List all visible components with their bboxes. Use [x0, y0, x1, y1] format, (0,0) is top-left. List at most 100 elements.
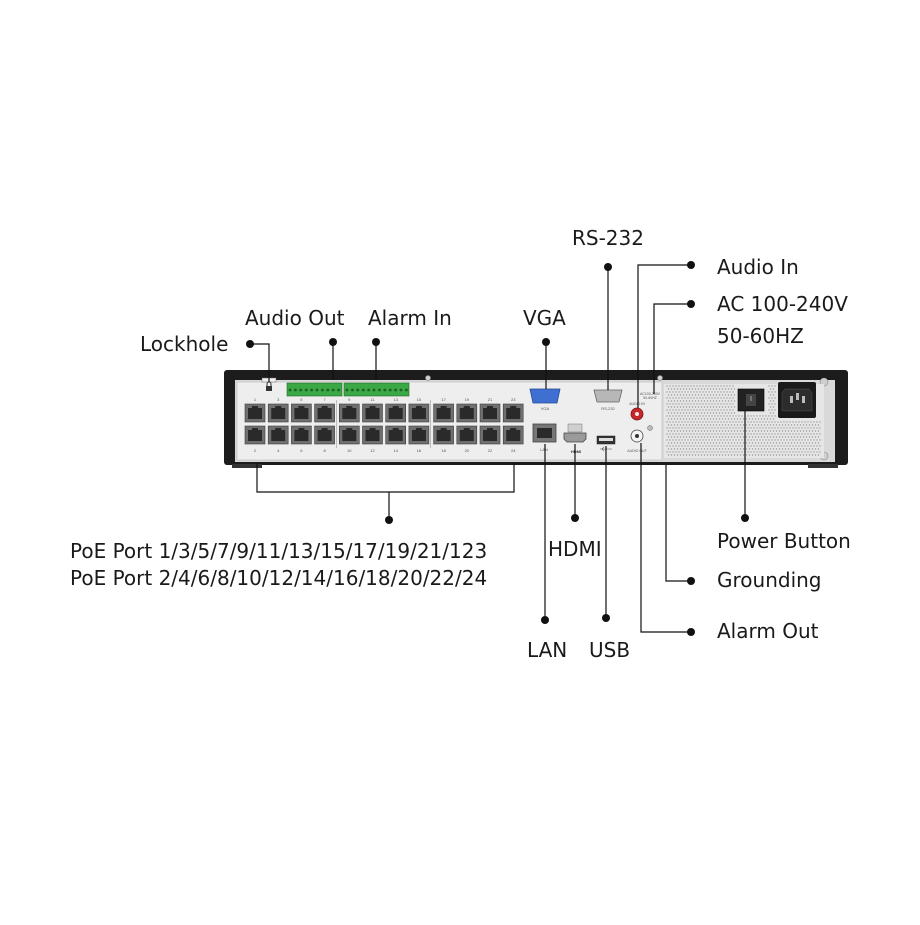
vent-hole	[705, 451, 707, 453]
vent-hole	[723, 391, 725, 393]
vent-hole	[786, 439, 788, 441]
ac-pin	[802, 396, 805, 403]
vent-hole	[693, 445, 695, 447]
vent-hole	[793, 424, 796, 426]
vent-hole	[717, 421, 719, 423]
vent-hole	[693, 391, 695, 393]
vent-hole	[723, 403, 725, 405]
vent-hole	[694, 394, 697, 396]
vent-hole	[759, 427, 761, 429]
dot-power-button	[741, 514, 749, 522]
vent-hole	[792, 445, 794, 447]
vent-hole	[742, 430, 745, 432]
vent-hole	[687, 433, 689, 435]
vent-hole	[682, 394, 685, 396]
vent-hole	[712, 418, 715, 420]
dot-lockhole	[246, 340, 254, 348]
vent-hole	[793, 430, 796, 432]
dot-audio-out	[329, 338, 337, 346]
vent-hole	[736, 442, 739, 444]
vent-hole	[811, 424, 814, 426]
vent-hole	[733, 454, 736, 456]
vent-hole	[697, 406, 700, 408]
vent-hole	[813, 451, 815, 453]
rj45-tab	[298, 428, 305, 431]
vent-hole	[690, 427, 692, 429]
rj45-tab	[346, 428, 353, 431]
vent-hole	[682, 400, 685, 402]
vent-hole	[811, 436, 814, 438]
vent-hole	[808, 454, 811, 456]
vent-hole	[706, 388, 709, 390]
vent-hole	[756, 415, 758, 417]
vent-hole	[712, 424, 715, 426]
vent-hole	[691, 394, 694, 396]
vent-hole	[789, 439, 791, 441]
vent-hole	[724, 442, 727, 444]
vent-hole	[723, 439, 725, 441]
terminal-screw-icon	[315, 388, 319, 392]
label-alarm-out: Alarm Out	[717, 619, 819, 643]
screw-icon	[425, 375, 431, 381]
vent-hole	[766, 454, 769, 456]
vent-hole	[777, 439, 779, 441]
vent-hole	[696, 427, 698, 429]
vent-hole	[717, 403, 719, 405]
poe-port	[338, 403, 360, 423]
vent-hole	[670, 436, 673, 438]
vent-hole	[693, 397, 695, 399]
vent-hole	[771, 427, 773, 429]
poe-port	[385, 425, 407, 445]
vent-hole	[691, 424, 694, 426]
vent-hole	[774, 427, 776, 429]
vent-hole	[673, 454, 676, 456]
rj45-opening	[388, 430, 403, 441]
vent-hole	[723, 421, 725, 423]
vent-hole	[784, 448, 787, 450]
vent-hole	[693, 427, 695, 429]
vent-hole	[777, 433, 779, 435]
leader-audio-in	[637, 264, 691, 408]
vent-hole	[705, 445, 707, 447]
vent-hole	[699, 451, 701, 453]
vent-hole	[760, 436, 763, 438]
vent-hole	[700, 400, 703, 402]
vent-hole	[670, 442, 673, 444]
vent-hole	[738, 415, 740, 417]
vent-hole	[673, 430, 676, 432]
vent-hole	[684, 445, 686, 447]
vent-hole	[672, 385, 674, 387]
vent-hole	[712, 442, 715, 444]
vent-hole	[714, 445, 716, 447]
vent-hole	[799, 448, 802, 450]
vent-hole	[754, 442, 757, 444]
vent-hole	[774, 415, 776, 417]
vent-hole	[741, 415, 743, 417]
vent-hole	[708, 415, 710, 417]
vent-hole	[765, 427, 767, 429]
label-grounding: Grounding	[717, 568, 822, 592]
vent-hole	[787, 430, 790, 432]
vent-hole	[789, 421, 791, 423]
vent-hole	[750, 415, 752, 417]
terminal-screw-icon	[331, 388, 335, 392]
vent-hole	[759, 439, 761, 441]
vent-hole	[702, 427, 704, 429]
vent-hole	[771, 421, 773, 423]
vent-hole	[730, 430, 733, 432]
vent-hole	[682, 454, 685, 456]
vent-hole	[772, 412, 775, 414]
vent-hole	[726, 391, 728, 393]
port-number-top: 5	[300, 397, 303, 402]
vent-hole	[667, 442, 670, 444]
rj45-tab	[440, 406, 447, 409]
vent-hole	[687, 391, 689, 393]
vent-hole	[757, 442, 760, 444]
vent-hole	[754, 424, 757, 426]
vent-hole	[780, 439, 782, 441]
leader-grounding	[665, 465, 691, 582]
vent-hole	[816, 433, 818, 435]
vent-hole	[799, 454, 802, 456]
vent-hole	[766, 418, 769, 420]
vent-hole	[684, 409, 686, 411]
